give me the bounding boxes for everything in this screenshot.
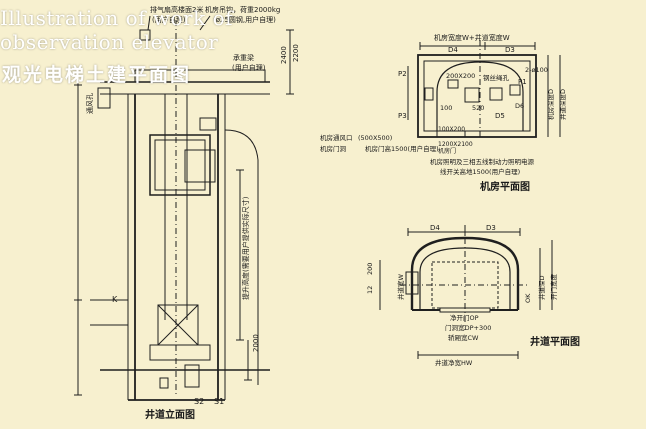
label-k: K: [112, 295, 118, 304]
label-s1: S1: [214, 397, 224, 406]
overlay-title-line3: 观光电梯土建平面图: [2, 64, 192, 86]
mr-door-note: 机房门高1500(用户自理): [365, 144, 439, 153]
beam-note-2: (用户自理): [232, 63, 266, 72]
shaft-plan: D4 D3 井道宽W 井道深D 开门宽度 净开门OP 门洞宽OP+300 轿厢宽…: [366, 224, 580, 367]
sp-right-v2: 开门宽度: [549, 274, 558, 301]
vent-left: 通风孔: [85, 93, 94, 114]
user-note: (用户自理): [152, 15, 186, 24]
mr-hole2: 2-ø100: [525, 66, 548, 74]
mr-hole1: 200X200: [446, 72, 475, 80]
room-height: 2200: [292, 44, 300, 62]
mr-rope-label: 钢丝绳孔: [483, 73, 510, 82]
sp-dim-200: 200: [366, 263, 374, 275]
sp-door-width: 净开门OP: [450, 313, 479, 322]
mr-power-note2: 线开关高地1500(用户自理): [440, 167, 520, 176]
glass-wall-outline: [224, 129, 259, 385]
mr-door-label: 机房门洞: [320, 144, 347, 153]
mr-right-v1: 机房深度D: [546, 89, 555, 120]
dim-2000: 2000: [252, 334, 260, 352]
buffer: [184, 364, 200, 388]
beam-note: 承重梁: [233, 53, 254, 62]
sp-dim-12: 12: [366, 286, 374, 294]
vent-note: 排气扇高楼面2米: [150, 5, 203, 14]
sp-left-v: 井道宽W: [396, 274, 405, 301]
overlay-title-line2: observation elevator: [0, 30, 219, 54]
machine-room-wall: [417, 54, 537, 138]
sp-door-hole: 门洞宽OP+300: [445, 323, 491, 332]
sp-label-ok: OK: [524, 293, 532, 303]
mr-power-note: 机房照明及三相五线制动力照明电源: [430, 157, 535, 166]
mr-d5: D5: [495, 112, 505, 120]
mr-d3: D3: [505, 46, 515, 54]
mr-hole-list1: 100X200: [438, 126, 465, 133]
mr-p3: P3: [398, 112, 407, 120]
mr-d4: D4: [448, 46, 458, 54]
mr-vent-size: (500X500): [358, 134, 392, 142]
mr-vent-label: 机房通风口: [320, 133, 353, 142]
machine-room-plan: 机房宽度W+井道宽度W D4 D3 P2 P1 P3 D5 200X200 2-…: [320, 33, 567, 193]
elevation-title: 井道立面图: [145, 408, 195, 421]
shaft-plan-title: 井道平面图: [530, 335, 580, 348]
elevator-car: [149, 134, 211, 196]
mr-dim-100: 100: [440, 104, 452, 112]
mr-dim-520: 520: [472, 104, 484, 112]
shaft-elevation: 排气扇高楼面2米 机房吊钩，荷重2000kg (ø25圆钢,用户自理) (用户自…: [74, 5, 300, 421]
mr-dim-d6: D6: [515, 102, 524, 110]
sp-d4: D4: [430, 224, 440, 232]
sp-right-v1: 井道深D: [537, 275, 546, 300]
sp-shaft-width: 轿厢宽CW: [448, 333, 479, 342]
hook-note: 机房吊钩，荷重2000kg: [205, 5, 280, 14]
mr-p1: P1: [518, 78, 527, 86]
vent-fan: [139, 29, 151, 41]
mr-door-label2: 机房门: [438, 147, 456, 155]
machine-room-title: 机房平面图: [480, 180, 530, 193]
hook-note-2: (ø25圆钢,用户自理): [213, 15, 276, 24]
mr-right-v2: 井道深度D: [558, 89, 567, 120]
dim-2400: 2400: [280, 46, 288, 64]
mr-hole-list2: 1200X2100: [438, 141, 473, 148]
sp-bottom-label: 井道净宽HW: [435, 358, 473, 367]
shaft-counterweight: [405, 271, 419, 295]
overlay-title-line1: Illustration of work of: [0, 6, 234, 30]
mr-p2: P2: [398, 70, 407, 78]
mr-top-label: 机房宽度W+井道宽度W: [434, 33, 510, 42]
vertical-note: 提升高度(需要用户提供实际尺寸): [241, 196, 250, 300]
sp-d3: D3: [486, 224, 496, 232]
label-s2: S2: [194, 397, 204, 406]
